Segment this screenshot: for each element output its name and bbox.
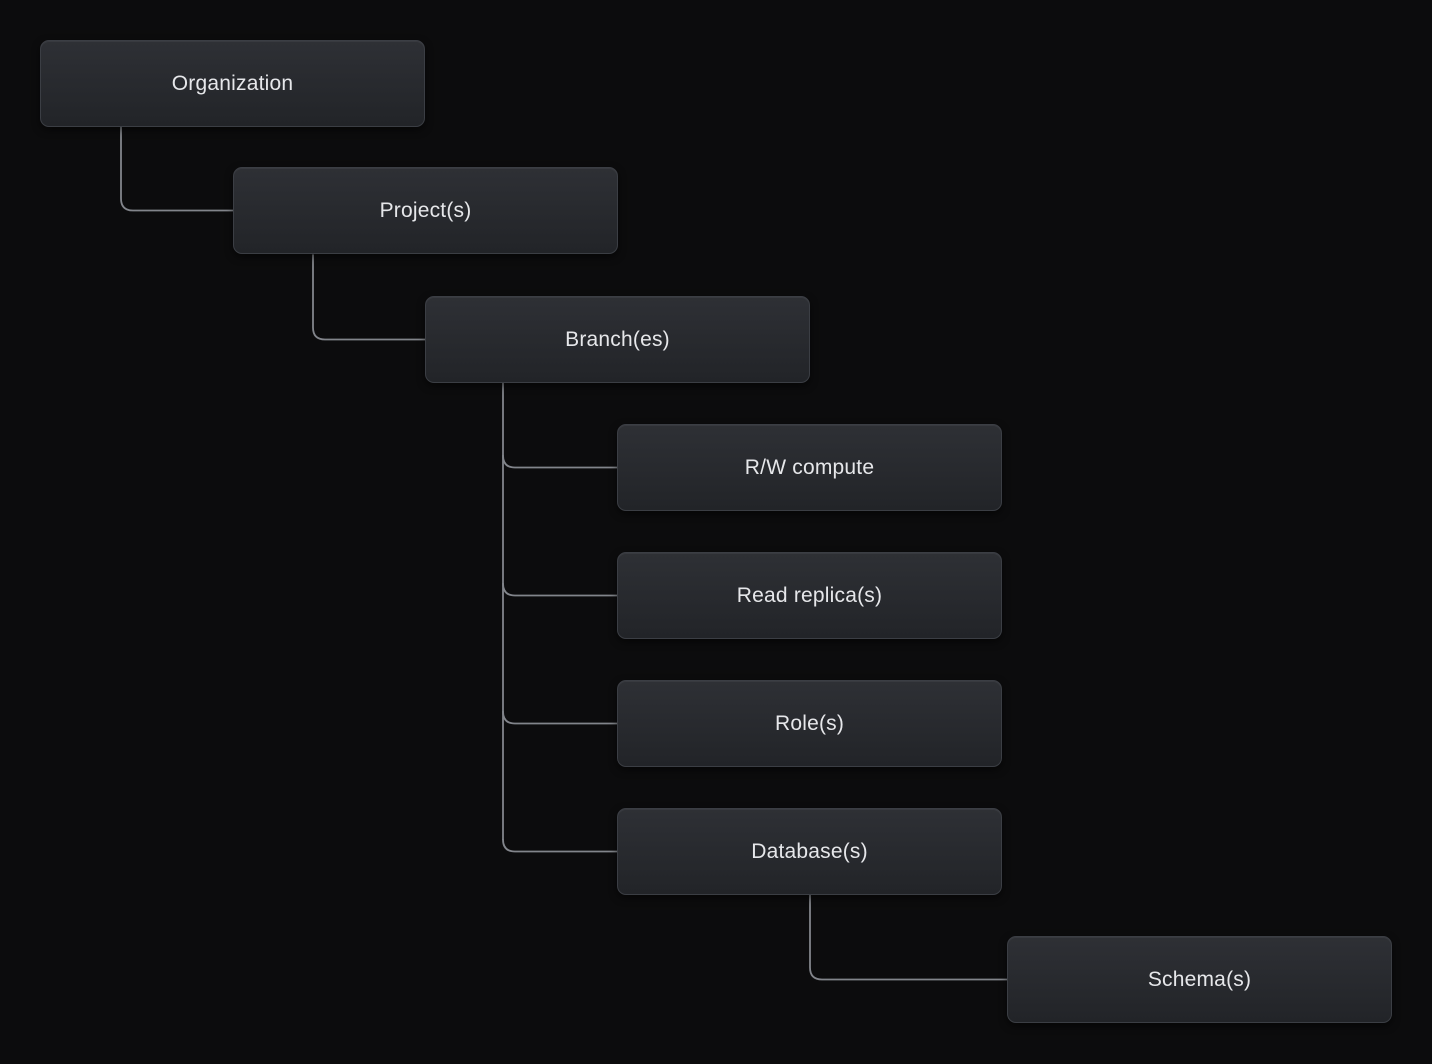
edge-organization-projects (120, 126, 234, 212)
node-databases-label: Database(s) (751, 839, 868, 863)
node-schemas: Schema(s) (1007, 936, 1392, 1023)
node-organization-label: Organization (171, 71, 294, 95)
node-branches-label: Branch(es) (565, 327, 670, 351)
node-rw-compute: R/W compute (617, 424, 1002, 511)
node-branches: Branch(es) (425, 296, 810, 383)
node-projects: Project(s) (233, 167, 618, 254)
edge-branches-roles (502, 710, 618, 725)
node-projects-label: Project(s) (379, 198, 472, 222)
node-rw-compute-label: R/W compute (744, 455, 875, 479)
node-read-replicas: Read replica(s) (617, 552, 1002, 639)
node-schemas-label: Schema(s) (1147, 967, 1252, 991)
edge-branches-rw-compute (502, 454, 618, 469)
node-roles-label: Role(s) (774, 711, 845, 735)
edge-branches-read-replicas (502, 582, 618, 597)
node-roles: Role(s) (617, 680, 1002, 767)
edge-projects-branches (312, 254, 426, 341)
node-databases: Database(s) (617, 808, 1002, 895)
edge-branches-databases (502, 838, 618, 853)
edge-databases-schemas (809, 894, 1008, 981)
node-organization: Organization (40, 40, 425, 127)
node-read-replicas-label: Read replica(s) (736, 583, 883, 607)
